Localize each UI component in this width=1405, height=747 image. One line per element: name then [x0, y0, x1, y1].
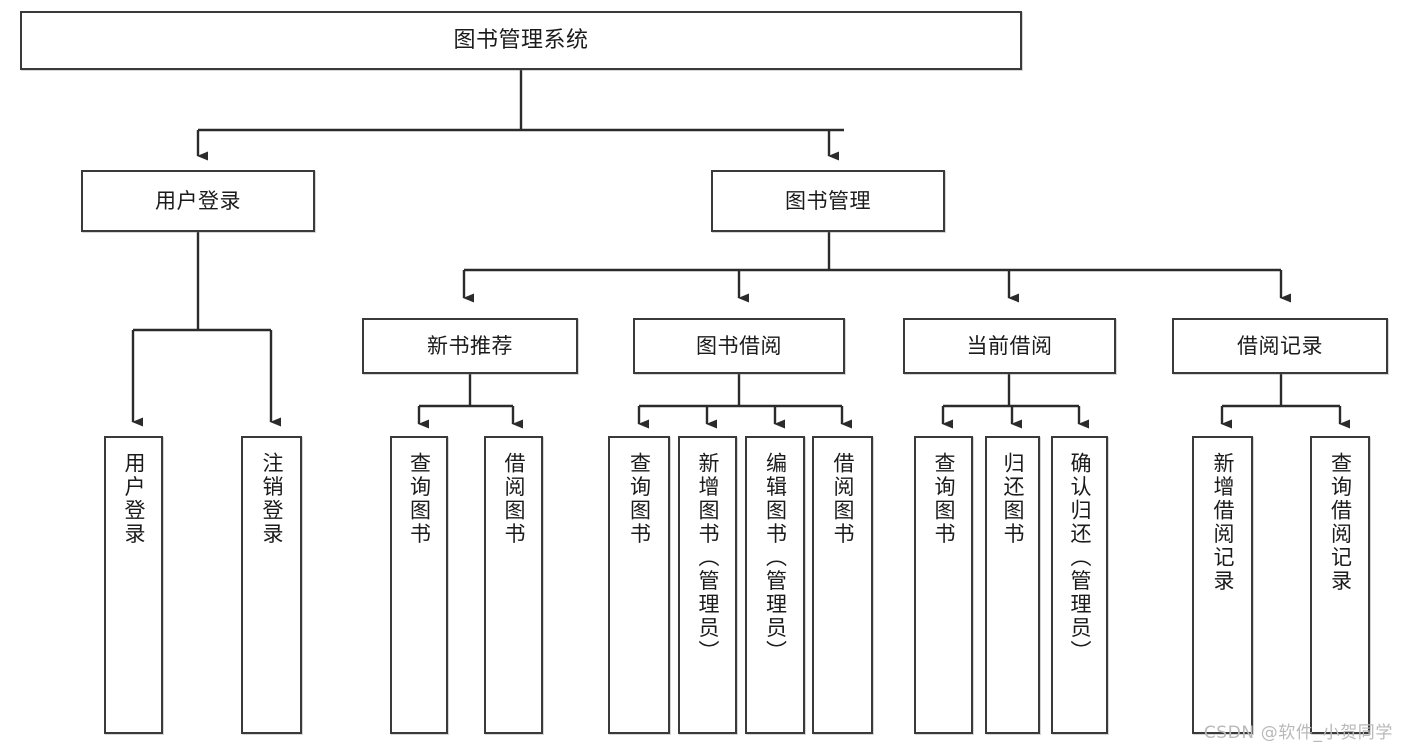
leaf-confirm-return[interactable]: 确认归还（管理员） — [1051, 436, 1108, 734]
node-borrow-record-label: 借阅记录 — [1237, 333, 1323, 358]
leaf-logout-login[interactable]: 注销登录 — [241, 436, 302, 734]
leaf-logout-login-label: 注销登录 — [260, 452, 284, 546]
node-new-book-recommend[interactable]: 新书推荐 — [362, 318, 578, 374]
leaf-confirm-return-label: 确认归还（管理员） — [1068, 452, 1092, 664]
leaf-user-login[interactable]: 用户登录 — [104, 436, 163, 734]
node-current-borrow-label: 当前借阅 — [966, 333, 1053, 358]
leaf-add-record[interactable]: 新增借阅记录 — [1192, 436, 1253, 734]
leaf-add-record-label: 新增借阅记录 — [1211, 452, 1235, 593]
leaf-return-book-label: 归还图书 — [1001, 452, 1025, 546]
leaf-add-book-label: 新增图书（管理员） — [696, 452, 720, 664]
leaf-add-book[interactable]: 新增图书（管理员） — [678, 436, 737, 734]
node-new-book-recommend-label: 新书推荐 — [427, 333, 513, 358]
leaf-borrow-book-2-label: 借阅图书 — [831, 452, 855, 546]
csdn-watermark: CSDN @软件_小贺同学 — [1203, 723, 1393, 743]
leaf-query-book-2[interactable]: 查询图书 — [608, 436, 670, 734]
leaf-query-book-1[interactable]: 查询图书 — [390, 436, 448, 734]
node-borrow-record[interactable]: 借阅记录 — [1172, 318, 1388, 374]
leaf-edit-book[interactable]: 编辑图书（管理员） — [745, 436, 805, 734]
leaf-query-book-2-label: 查询图书 — [627, 452, 652, 546]
node-book-borrow-label: 图书借阅 — [696, 333, 782, 358]
node-user-login-label: 用户登录 — [155, 188, 241, 213]
leaf-user-login-label: 用户登录 — [122, 452, 146, 546]
leaf-borrow-book-2[interactable]: 借阅图书 — [812, 436, 873, 734]
node-root[interactable]: 图书管理系统 — [20, 11, 1022, 70]
node-current-borrow[interactable]: 当前借阅 — [903, 318, 1116, 374]
node-book-borrow[interactable]: 图书借阅 — [633, 318, 845, 374]
leaf-edit-book-label: 编辑图书（管理员） — [763, 452, 788, 664]
leaf-query-record-label: 查询借阅记录 — [1328, 452, 1353, 593]
node-user-login[interactable]: 用户登录 — [81, 170, 315, 232]
leaf-query-book-1-label: 查询图书 — [407, 452, 432, 546]
node-book-manage[interactable]: 图书管理 — [711, 170, 945, 232]
leaf-return-book[interactable]: 归还图书 — [985, 436, 1040, 734]
leaf-borrow-book-1-label: 借阅图书 — [502, 452, 526, 546]
leaf-query-book-3[interactable]: 查询图书 — [914, 436, 973, 734]
node-book-manage-label: 图书管理 — [785, 188, 871, 213]
leaf-borrow-book-1[interactable]: 借阅图书 — [484, 436, 543, 734]
leaf-query-record[interactable]: 查询借阅记录 — [1310, 436, 1370, 734]
node-root-label: 图书管理系统 — [453, 27, 589, 53]
leaf-query-book-3-label: 查询图书 — [932, 452, 956, 546]
